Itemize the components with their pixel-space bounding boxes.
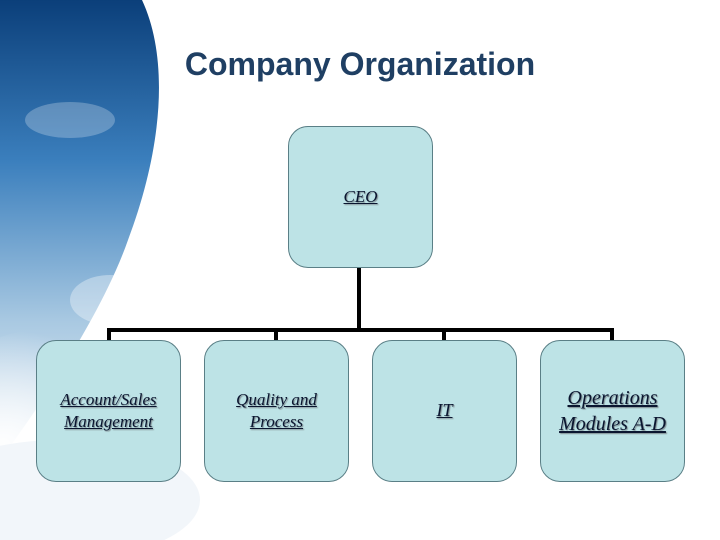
connector-down-operations — [610, 328, 614, 340]
org-node-it: IT — [372, 340, 517, 482]
org-node-label: Operations Modules A-D — [559, 387, 666, 435]
connector-ceo-down — [357, 268, 361, 330]
org-node-label: CEO — [343, 186, 378, 206]
connector-horizontal-bar — [107, 328, 614, 332]
slide-title: Company Organization — [184, 46, 536, 82]
org-node-label: Account/Sales Management — [60, 389, 157, 431]
org-node-quality-process: Quality and Process — [204, 340, 349, 482]
connector-down-quality — [274, 328, 278, 340]
org-node-account-sales: Account/Sales Management — [36, 340, 181, 482]
connector-down-account-sales — [107, 328, 111, 340]
connector-down-it — [442, 328, 446, 340]
org-node-label: IT — [436, 400, 453, 421]
org-node-label: Quality and Process — [236, 389, 317, 431]
org-node-operations: Operations Modules A-D — [540, 340, 685, 482]
org-node-ceo: CEO — [288, 126, 433, 268]
